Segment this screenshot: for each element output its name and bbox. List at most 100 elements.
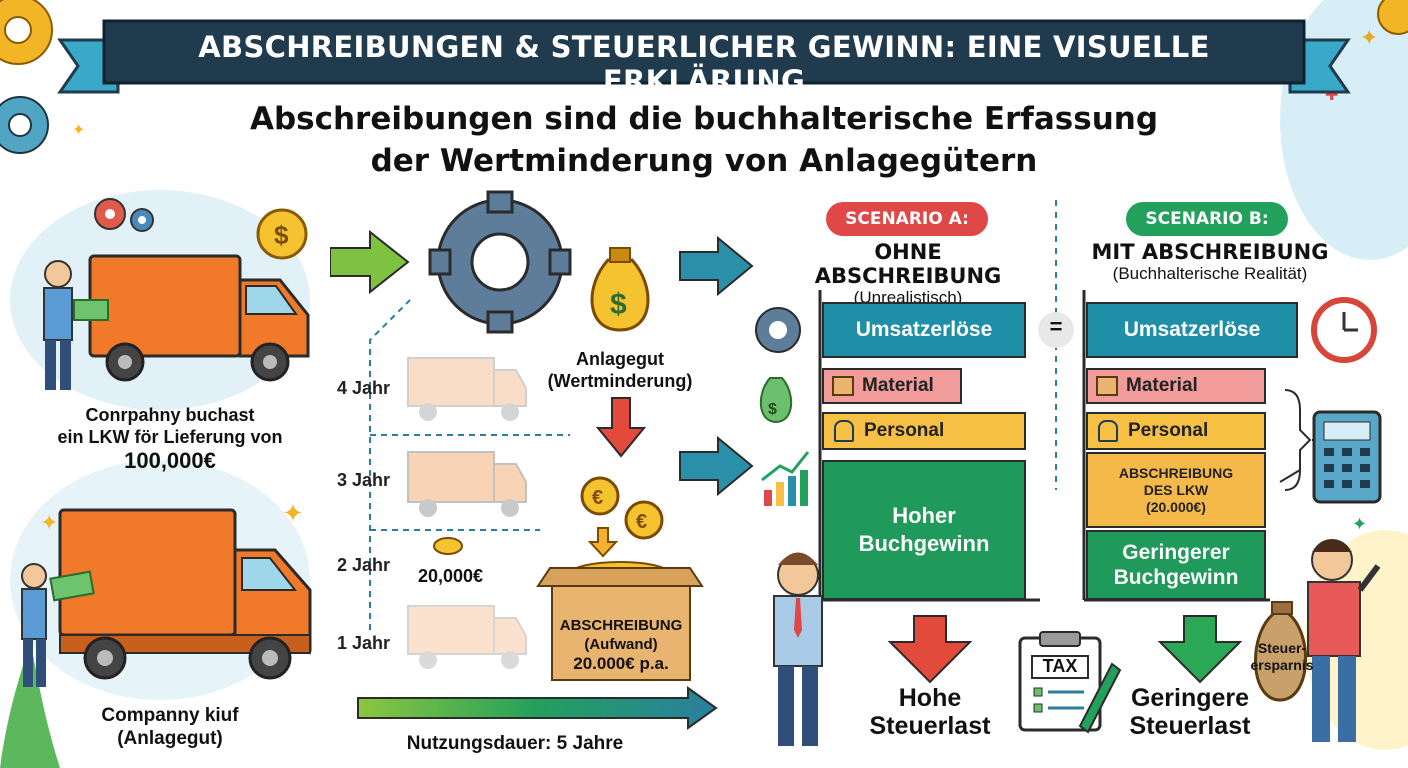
box-icon: [1096, 376, 1118, 396]
arrow-right-icon: [330, 229, 410, 295]
svg-text:$: $: [768, 401, 777, 418]
box-icon: [832, 376, 854, 396]
timeline-arrow: [357, 686, 718, 730]
subtitle-line: der Wertminderung von Anlagegütern: [370, 143, 1038, 179]
gear-icon: [130, 208, 154, 232]
box-icon: [536, 561, 704, 681]
gear-icon: [0, 0, 53, 65]
bar-label: Hoher: [892, 503, 956, 528]
truck-icon: [407, 451, 527, 517]
dollar-coin-icon: $: [256, 208, 308, 260]
scenario-a-tag: SCENARIO A:: [826, 202, 988, 236]
svg-text:€: €: [636, 511, 647, 533]
caption-line: Conrpahny buchast: [85, 405, 255, 425]
scenario-a-title: OHNE ABSCHREIBUNG (Unrealistisch): [780, 240, 1036, 308]
scenario-a-material-bar: Material: [822, 368, 962, 404]
money-bag-icon: $: [759, 377, 793, 424]
money-bag-icon: [1254, 601, 1307, 702]
person-icon: [773, 552, 823, 746]
scenario-a-revenue-bar: Umsatzerlöse: [822, 302, 1026, 358]
box-line: 20.000€ p.a.: [573, 654, 669, 673]
svg-text:✦: ✦: [1352, 514, 1367, 534]
equals-sign: =: [1049, 314, 1063, 339]
scenario-title: OHNE ABSCHREIBUNG: [814, 240, 1002, 288]
scenario-a-personnel-bar: Personal: [822, 412, 1026, 450]
scenario-b-material-bar: Material: [1086, 368, 1266, 404]
tax-label-line: Geringere: [1130, 684, 1250, 712]
bar-label: Buchgewinn: [858, 531, 990, 556]
person-icon: [43, 260, 109, 390]
bar-label: (20.000€): [1146, 498, 1206, 515]
tax-document-label: TAX: [1042, 656, 1078, 676]
depreciation-box-label: ABSCHREIBUNG (Aufwand) 20.000€ p.a.: [552, 616, 690, 673]
arrow-right-icon: [679, 435, 754, 497]
scenario-graphics: $: [755, 200, 1382, 746]
bar-label: Material: [1126, 375, 1198, 396]
bar-label: Material: [862, 375, 934, 396]
year-label: 2 Jahr: [337, 555, 391, 575]
svg-text:✦: ✦: [40, 510, 58, 535]
asset-label-line: Anlagegut: [576, 349, 664, 369]
scenario-b-tax-label: Geringere Steuerlast: [1100, 684, 1280, 740]
svg-text:✦: ✦: [72, 122, 85, 139]
scenario-b-personnel-bar: Personal: [1086, 412, 1266, 450]
truck-icon: [407, 357, 527, 421]
savings-line: ersparnis: [1250, 657, 1314, 673]
asset-label: Anlagegut (Wertminderung): [540, 348, 700, 392]
page-title: ABSCHREIBUNGEN & STEUERLICHER GEWINN: EI…: [198, 30, 1210, 98]
svg-text:✦: ✦: [1360, 25, 1378, 50]
tax-label-line: Steuerlast: [1129, 712, 1251, 740]
clock-icon: [1311, 297, 1377, 363]
arrow-down-icon: [887, 615, 973, 684]
scenario-b-tag: SCENARIO B:: [1126, 202, 1288, 236]
year-label: 1 Jahr: [337, 633, 391, 653]
tax-label-line: Hohe: [898, 684, 962, 712]
truck-icon: [58, 508, 312, 680]
svg-text:€: €: [592, 487, 603, 509]
svg-text:$: $: [274, 220, 289, 250]
caption-line: Companny kiuf: [101, 705, 239, 726]
lifetime-label: Nutzungsdauer: 5 Jahre: [406, 733, 624, 754]
scenario-b-depreciation-bar: ABSCHREIBUNG DES LKW (20.000€): [1086, 452, 1266, 528]
bar-label: Personal: [1128, 420, 1209, 441]
box-line: (Aufwand): [584, 636, 658, 653]
scenario-b-profit-bar: Geringerer Buchgewinn: [1086, 530, 1266, 600]
tax-document-icon: [1018, 631, 1122, 734]
truck-icon: [88, 254, 310, 382]
purchase-amount: 100,000€: [124, 448, 216, 473]
coin-amount: 20,000€: [418, 566, 484, 586]
asset-caption: Companny kiuf (Anlagegut): [30, 704, 310, 750]
savings-line: Steuer-: [1257, 640, 1307, 656]
scenario-a-profit-bar: Hoher Buchgewinn: [822, 460, 1026, 600]
caption-line: ein LKW för Lieferung von: [57, 427, 283, 447]
tax-savings-label: Steuer- ersparnis: [1240, 640, 1324, 674]
scenario-title: MIT ABSCHREIBUNG: [1091, 240, 1329, 264]
bar-label: Buchgewinn: [1113, 566, 1239, 589]
euro-coin-icon: €: [580, 476, 620, 516]
subtitle-line: Abschreibungen sind die buchhalterische …: [249, 101, 1159, 137]
caption-line: (Anlagegut): [117, 728, 223, 749]
gear-icon: [0, 96, 49, 154]
arrow-down-icon: [587, 527, 619, 558]
scenario-a-tax-label: Hohe Steuerlast: [840, 684, 1020, 740]
truck-purchase-illustration: $: [43, 198, 310, 390]
person-icon: [834, 420, 854, 442]
person-icon: [1307, 539, 1381, 742]
bar-label: DES LKW: [1143, 481, 1209, 498]
bar-label: Geringerer: [1122, 541, 1230, 564]
person-icon: [1098, 420, 1118, 442]
asset-label-line: (Wertminderung): [547, 371, 693, 391]
person-icon: [21, 563, 95, 687]
bar-chart-icon: [761, 451, 810, 506]
tax-label-line: Steuerlast: [869, 712, 991, 740]
arrow-down-icon: [1157, 615, 1243, 684]
arrow-down-icon: [595, 397, 647, 458]
scenario-b-title: MIT ABSCHREIBUNG (Buchhalterische Realit…: [1080, 240, 1340, 284]
box-line: ABSCHREIBUNG: [559, 617, 683, 634]
money-bag-icon: $: [590, 247, 650, 332]
svg-text:$: $: [610, 288, 627, 321]
year-label: 3 Jahr: [337, 470, 391, 490]
scenario-b-revenue-bar: Umsatzerlöse: [1086, 302, 1298, 358]
gear-icon: [428, 190, 572, 334]
scenario-note: (Buchhalterische Realität): [1112, 264, 1308, 283]
